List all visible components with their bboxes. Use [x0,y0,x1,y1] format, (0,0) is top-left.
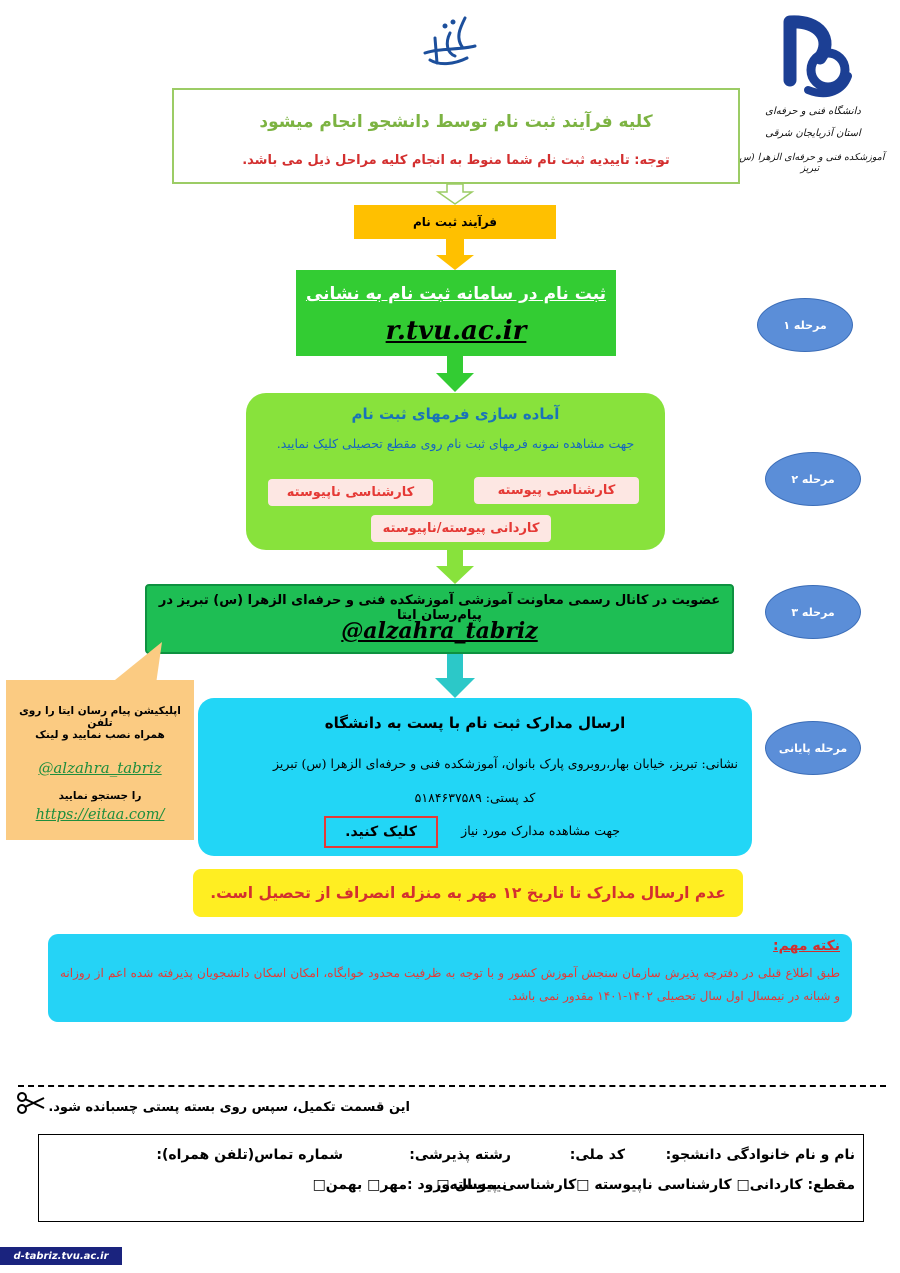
associate-link[interactable]: کاردانی پیوسته/ناپیوسته [371,515,551,542]
logo-line-college: آموزشکده فنی و حرفه‌ای الزهرا (س) تبریز [735,152,885,174]
step3-box: عضویت در کانال رسمی معاونت آموزشی آموزشک… [145,584,734,654]
intro-title: کلیه فرآیند ثبت نام توسط دانشجو انجام می… [259,112,653,132]
bismillah-calligraphy [405,8,485,73]
degree-checkboxes[interactable]: مقطع: کاردانی□ کارشناسی ناپیوسته □کارشنا… [436,1177,855,1193]
stage-1-badge: مرحله ۱ [757,298,853,352]
eitaa-callout: اپلیکیشن پیام رسان ایتا را روی تلفن همرا… [6,680,194,840]
flow-arrows [435,183,475,698]
important-note-title: نکته مهم: [773,938,840,954]
callout-line1: اپلیکیشن پیام رسان ایتا را روی تلفن [19,705,181,729]
eitaa-url-link[interactable]: https://eitaa.com/ [35,807,165,823]
phone-field: شماره تماس(تلفن همراه): [156,1147,343,1163]
step2-title: آماده سازی فرمهای ثبت نام [351,405,560,423]
scissors-icon [16,1092,46,1114]
stage-2-badge: مرحله ۲ [765,452,861,506]
postal-code: کد پستی: ۵۱۸۴۶۳۷۵۸۹ [414,790,536,805]
callout-handle: @alzahra_tabriz [38,759,162,777]
eitaa-channel-link[interactable]: @alzahra_tabriz [341,618,538,644]
semester-checkboxes[interactable]: نیمسال ورود :مهر□ بهمن□ [312,1177,507,1193]
step1-title: ثبت نام در سامانه ثبت نام به نشانی [305,284,607,304]
cut-instruction: این قسمت تکمیل، سپس روی بسته پستی چسباند… [48,1100,410,1115]
step1-box: ثبت نام در سامانه ثبت نام به نشانی r.tvu… [296,270,616,356]
final-step-title: ارسال مدارک ثبت نام با پست به دانشگاه [324,714,626,732]
university-logo: دانشگاه فنی و حرفه‌ای استان آذربایجان شر… [736,10,888,180]
registration-link[interactable]: r.tvu.ac.ir [385,316,527,346]
step2-description: جهت مشاهده نمونه فرمهای ثبت نام روی مقطع… [276,436,635,451]
continuous-bachelor-link[interactable]: کارشناسی پیوسته [474,477,639,504]
footer-site-badge: d-tabriz.tvu.ac.ir [0,1247,122,1265]
final-stage-badge: مرحله پایانی [765,721,861,775]
important-note-body: طبق اطلاع قبلی در دفترچه پذیرش سازمان سن… [60,966,840,1003]
stage-3-badge: مرحله ۳ [765,585,861,639]
student-name-field: نام و نام خانوادگی دانشجو: [665,1147,855,1163]
intro-note: توجه: تاییدیه ثبت نام شما منوط به انجام … [242,153,670,168]
discontinuous-bachelor-link[interactable]: کارشناسی ناپیوسته [268,479,433,506]
docs-click-button[interactable]: کلیک کنید. [324,816,438,848]
callout-line2: همراه نصب نمایید و لینک [35,729,165,741]
mailing-form: نام و نام خانوادگی دانشجو: کد ملی: رشته … [38,1134,864,1222]
step2-box: آماده سازی فرمهای ثبت نام جهت مشاهده نمو… [246,393,665,550]
national-code-field: کد ملی: [569,1147,625,1163]
callout-line3: را جستجو نمایید [58,790,142,802]
process-label: فرآیند ثبت نام [354,205,556,239]
cut-line [18,1085,886,1087]
step3-title: عضویت در کانال رسمی معاونت آموزشی آموزشک… [158,593,721,623]
logo-line-university: دانشگاه فنی و حرفه‌ای [765,106,861,117]
intro-box: کلیه فرآیند ثبت نام توسط دانشجو انجام می… [172,88,740,184]
docs-text: جهت مشاهده مدارک مورد نیاز [461,823,620,838]
final-step-box: ارسال مدارک ثبت نام با پست به دانشگاه نش… [198,698,752,856]
logo-line-province: استان آذربایجان شرقی [765,128,861,139]
field-of-study-field: رشته پذیرشی: [409,1147,511,1163]
postal-address: نشانی: تبریز، خیابان بهار،روبروی پارک با… [273,756,738,771]
callout-pointer [110,642,162,684]
deadline-warning-text: عدم ارسال مدارک تا تاریخ ۱۲ مهر به منزله… [210,884,726,902]
deadline-warning: عدم ارسال مدارک تا تاریخ ۱۲ مهر به منزله… [193,869,743,917]
important-note: نکته مهم: طبق اطلاع قبلی در دفترچه پذیرش… [48,934,852,1022]
